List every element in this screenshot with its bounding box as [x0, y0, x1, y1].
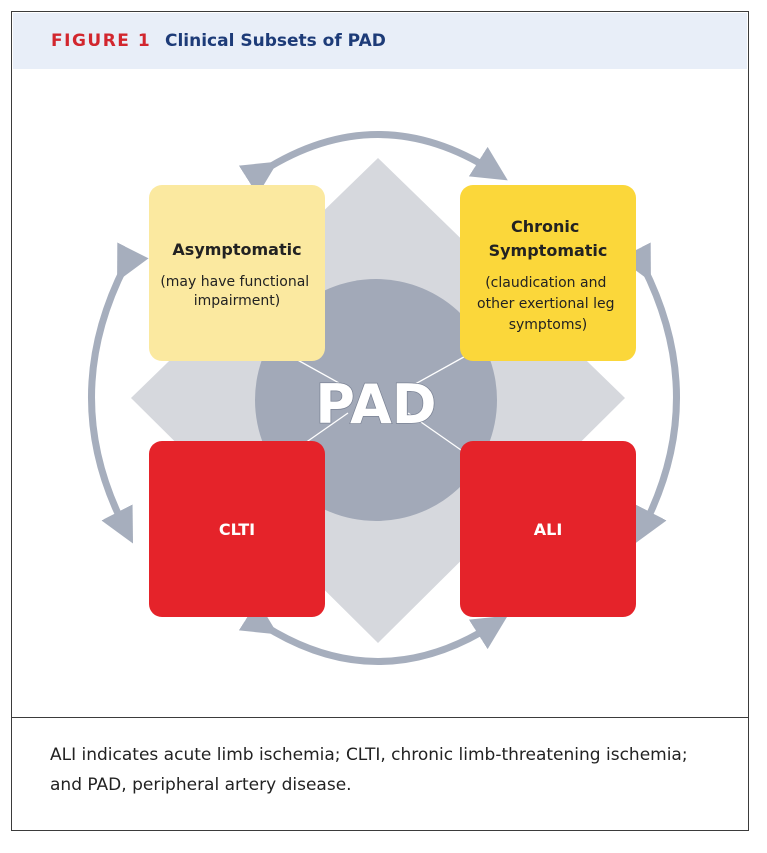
clti-label: CLTI — [219, 520, 255, 539]
arrow-right — [619, 242, 680, 544]
arrow-top — [238, 131, 508, 196]
ali-label: ALI — [534, 520, 563, 539]
clti-box — [149, 441, 325, 617]
asymptomatic-title: Asymptomatic — [172, 240, 301, 259]
arrow-bottom — [238, 600, 508, 665]
figure-header: FIGURE 1 Clinical Subsets of PAD — [13, 13, 747, 69]
figure-caption: ALI indicates acute limb ischemia; CLTI,… — [50, 745, 688, 795]
chronic-symptomatic-box — [460, 185, 636, 361]
asymptomatic-subtitle: (may have functional impairment) — [160, 274, 313, 309]
figure-frame: FIGURE 1 Clinical Subsets of PAD PAD — [11, 11, 749, 831]
pad-center-label: PAD — [315, 373, 436, 436]
arrow-left — [88, 242, 149, 544]
chronic-symptomatic-subtitle: (claudication and other exertional leg s… — [477, 275, 619, 333]
pointer-bottom-right — [407, 412, 462, 451]
pad-diagram: PAD Asymptomatic (may have functional im… — [88, 131, 680, 665]
caption-divider — [12, 717, 748, 718]
asymptomatic-box — [149, 185, 325, 361]
figure-label: FIGURE 1 — [51, 31, 152, 51]
pointer-top-right — [407, 351, 475, 389]
figure-title: Clinical Subsets of PAD — [165, 31, 386, 51]
ali-box — [460, 441, 636, 617]
chronic-symptomatic-title: Chronic Symptomatic — [489, 217, 608, 260]
